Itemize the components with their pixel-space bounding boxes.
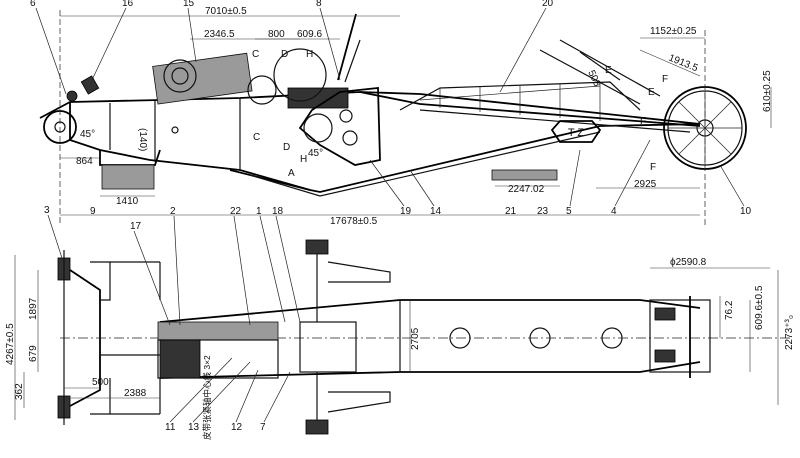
section-f-a: F (662, 74, 668, 85)
pivot-housing-plan (299, 321, 357, 373)
part-10: 10 (740, 206, 752, 217)
part-19: 19 (400, 206, 412, 217)
part-1: 1 (256, 206, 262, 217)
dim-2705: 2705 (410, 327, 421, 350)
support-foot (101, 164, 155, 190)
section-a: A (288, 168, 295, 179)
part-20: 20 (542, 0, 554, 9)
section-h-mid: H (300, 154, 307, 165)
section-e-b: E (648, 87, 655, 98)
part-11: 11 (165, 422, 176, 433)
part-17: 17 (130, 221, 142, 232)
dim-1913-5: 1913.5 (667, 53, 700, 75)
section-f-c: F (650, 162, 656, 173)
dim-864: 864 (76, 156, 93, 167)
dim-17678: 17678±0.5 (330, 216, 378, 227)
part-14: 14 (430, 206, 442, 217)
dim-2247: 2247.02 (508, 184, 545, 195)
tension-axis-note: 皮带张紧轴中心线 3×2 (202, 355, 212, 440)
lower-bracket (491, 169, 558, 181)
part-23: 23 (537, 206, 549, 217)
dim-362: 362 (14, 383, 25, 400)
dim-45-left: 45° (80, 129, 95, 140)
drive-motor-assembly (152, 48, 349, 109)
dim-1897: 1897 (28, 297, 39, 320)
section-h-top: H (306, 49, 313, 60)
dim-7010: 7010±0.5 (205, 6, 247, 17)
dim-4267: 4267±0.5 (5, 323, 16, 365)
dim-45-right: 45° (308, 148, 323, 159)
section-c-top: C (252, 49, 259, 60)
dim-2388: 2388 (124, 388, 147, 399)
drive-drum (273, 48, 327, 102)
dim-1152: 1152±0.25 (650, 26, 697, 37)
part-21: 21 (505, 206, 517, 217)
part-13: 13 (188, 422, 200, 433)
pivot-plate (298, 87, 381, 166)
dim-679: 679 (28, 345, 39, 362)
dim-2925: 2925 (634, 179, 657, 190)
dim-1410: 1410 (116, 196, 139, 207)
section-f-b: F (640, 116, 646, 127)
part-3: 3 (44, 205, 50, 216)
part-9: 9 (90, 206, 96, 217)
dim-500: 500 (92, 377, 109, 388)
dim-609-6: 609.6 (297, 29, 322, 40)
part-number-labels: 6 16 15 8 20 9 19 14 21 23 5 4 10 3 17 2… (30, 0, 752, 433)
leader-lines (35, 7, 745, 423)
dim-610: 610±0.25 (762, 70, 773, 112)
section-c-mid: C (253, 132, 260, 143)
part-2: 2 (170, 206, 176, 217)
side-elevation-view: T Z (39, 10, 772, 225)
part-22: 22 (230, 206, 242, 217)
tz-mark-label: T Z (568, 127, 585, 139)
section-marks: C D H C D H E E F F F A (252, 49, 668, 179)
plan-view (14, 239, 790, 435)
part-15: 15 (183, 0, 195, 9)
part-8: 8 (316, 0, 322, 9)
section-d-mid: D (283, 142, 290, 153)
part-16: 16 (122, 0, 134, 9)
part-18: 18 (272, 206, 284, 217)
dim-800: 800 (268, 29, 285, 40)
dim-2346-5: 2346.5 (204, 29, 235, 40)
part-4: 4 (611, 206, 617, 217)
tz-mark (550, 120, 602, 143)
section-d-top: D (281, 49, 288, 60)
part-5: 5 (566, 206, 572, 217)
part-12: 12 (231, 422, 243, 433)
drive-block (157, 321, 279, 341)
head-pulley-plan (649, 299, 711, 373)
dim-2273: 2273⁺³₀ (784, 315, 795, 350)
dimension-labels: 7010±0.5 2346.5 800 609.6 1152±0.25 1913… (5, 6, 795, 400)
control-lever (337, 13, 357, 81)
dim-140: (140) (137, 128, 148, 151)
part-7: 7 (260, 422, 266, 433)
section-e-a: E (605, 65, 612, 76)
gearbox-plan (159, 339, 201, 379)
dim-609-6-lower: 609.6±0.5 (754, 285, 765, 330)
part-6: 6 (30, 0, 36, 9)
dim-2590-8: ϕ2590.8 (670, 257, 707, 268)
dim-76-2: 76.2 (724, 300, 735, 320)
